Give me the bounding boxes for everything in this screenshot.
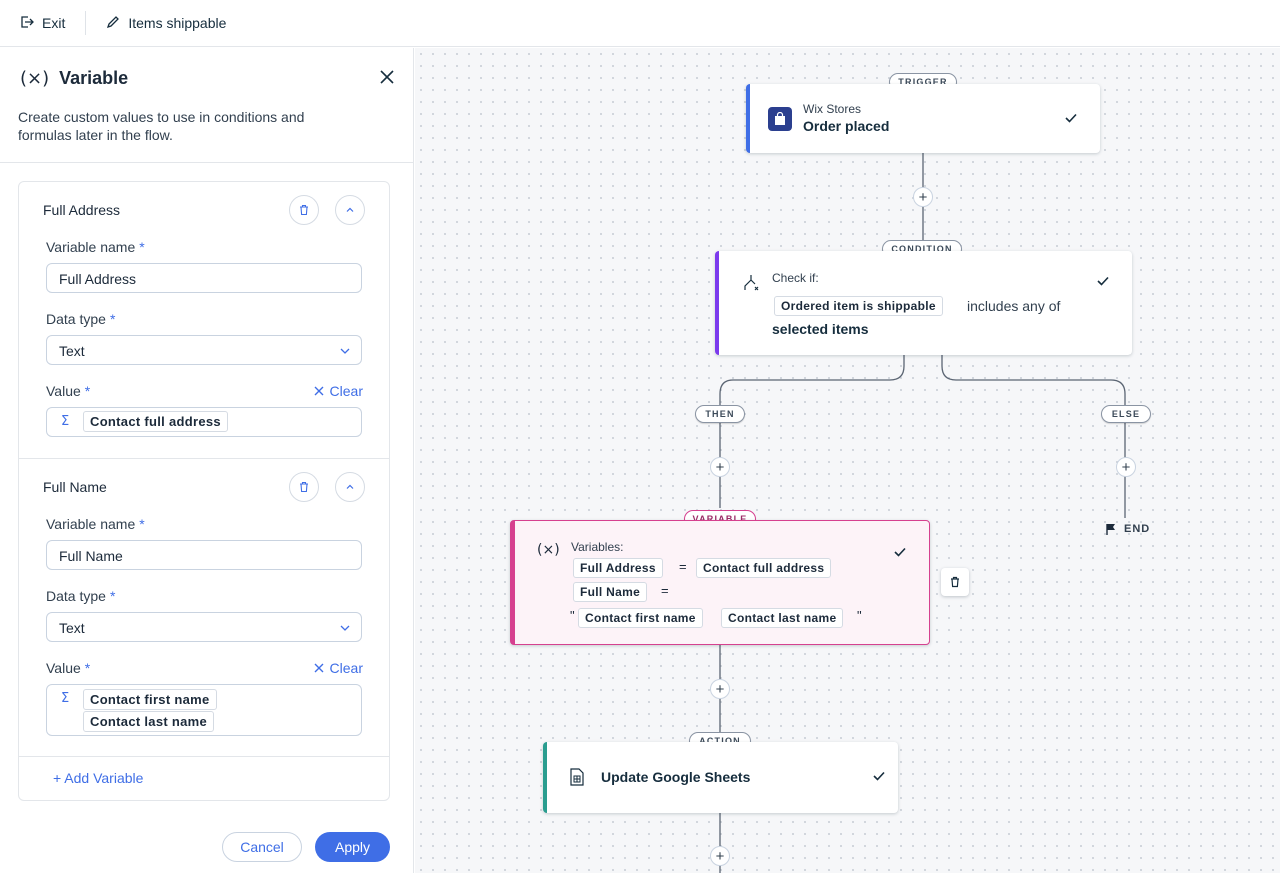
x-icon: [314, 663, 324, 673]
variable-card: Full Address Variable name* Full Address…: [19, 182, 389, 459]
branch-icon: [744, 275, 759, 291]
divider: [85, 11, 87, 35]
condition-value: selected items: [772, 321, 869, 337]
pencil-icon: [106, 15, 120, 32]
collapse-button[interactable]: [335, 472, 365, 502]
action-node[interactable]: Update Google Sheets: [543, 742, 898, 813]
delete-step-button[interactable]: [941, 568, 969, 596]
variable-icon: (×): [537, 542, 560, 558]
check-icon: [1065, 113, 1077, 123]
value-input[interactable]: Σ Contact full address: [46, 407, 362, 437]
action-title: Update Google Sheets: [601, 769, 751, 785]
chevron-down-icon: [340, 625, 350, 631]
collapse-button[interactable]: [335, 195, 365, 225]
variable-name-label: Variable name*: [46, 516, 145, 532]
rename-flow-button[interactable]: Items shippable: [86, 0, 246, 47]
check-icon: [894, 547, 906, 557]
panel-title-text: Variable: [59, 68, 129, 88]
value-input[interactable]: Σ Contact first name Contact last name: [46, 684, 362, 736]
variables-label: Variables:: [571, 540, 624, 554]
variable-card-title: Full Address: [43, 202, 121, 218]
data-type-select[interactable]: Text: [46, 335, 362, 365]
variable-value-tag: Contact first name: [578, 608, 703, 628]
add-variable-button[interactable]: + Add Variable: [53, 770, 144, 786]
trigger-node[interactable]: Wix Stores Order placed: [746, 84, 1100, 153]
exit-icon: [20, 15, 34, 32]
add-step-button[interactable]: +: [710, 457, 730, 477]
add-step-button[interactable]: +: [710, 846, 730, 866]
trigger-app: Wix Stores: [803, 102, 862, 116]
value-tag: Contact first name: [83, 689, 217, 710]
sheets-icon: [570, 768, 584, 786]
clear-value-button[interactable]: Clear: [314, 383, 363, 399]
cancel-button[interactable]: Cancel: [222, 832, 302, 862]
data-type-label: Data type*: [46, 311, 116, 327]
condition-node[interactable]: Check if: Ordered item is shippable incl…: [715, 251, 1132, 355]
check-if-label: Check if:: [772, 271, 819, 285]
quote-mark: ": [857, 608, 862, 623]
end-marker: END: [1106, 523, 1150, 535]
trigger-event: Order placed: [803, 118, 890, 134]
variable-panel: (×) Variable Create custom values to use…: [0, 48, 414, 873]
flow-name: Items shippable: [128, 15, 227, 31]
apply-button[interactable]: Apply: [315, 832, 390, 862]
check-icon: [873, 771, 885, 781]
trash-icon: [300, 481, 308, 493]
trash-icon: [951, 576, 959, 588]
variables-list: Full Address Variable name* Full Address…: [18, 181, 390, 801]
x-icon: [314, 386, 324, 396]
add-step-button[interactable]: +: [1116, 457, 1136, 477]
delete-variable-button[interactable]: [289, 195, 319, 225]
variable-card-title: Full Name: [43, 479, 107, 495]
trash-icon: [300, 204, 308, 216]
close-icon[interactable]: [380, 70, 394, 84]
wix-stores-icon: [768, 107, 792, 131]
equals-sign: =: [679, 559, 687, 574]
then-pill: THEN: [695, 405, 745, 423]
value-tag: Contact full address: [83, 411, 228, 432]
add-step-button[interactable]: +: [913, 187, 933, 207]
variable-name-label: Variable name*: [46, 239, 145, 255]
panel-header: (×) Variable Create custom values to use…: [0, 48, 414, 163]
check-icon: [1097, 276, 1109, 286]
panel-title: (×) Variable: [20, 68, 128, 89]
variable-name-tag: Full Address: [573, 558, 663, 578]
flag-icon: [1106, 524, 1115, 535]
variable-name-tag: Full Name: [573, 582, 648, 602]
variable-card: Full Name Variable name* Full Name Data …: [19, 459, 389, 757]
exit-label: Exit: [42, 15, 66, 31]
condition-operator: includes any of: [967, 298, 1061, 314]
panel-description: Create custom values to use in condition…: [18, 109, 305, 143]
value-label: Value*: [46, 660, 91, 676]
data-type-label: Data type*: [46, 588, 116, 604]
chevron-down-icon: [340, 348, 350, 354]
variable-name-input[interactable]: Full Address: [46, 263, 362, 293]
condition-field-tag: Ordered item is shippable: [774, 296, 943, 316]
value-label: Value*: [46, 383, 91, 399]
variable-node[interactable]: (×) Variables: Full Address = Contact fu…: [510, 520, 930, 645]
add-step-button[interactable]: +: [710, 679, 730, 699]
equals-sign: =: [661, 583, 669, 598]
variable-icon: (×): [20, 68, 50, 89]
quote-mark: ": [570, 608, 575, 623]
top-bar: Exit Items shippable: [0, 0, 1280, 47]
clear-value-button[interactable]: Clear: [314, 660, 363, 676]
flow-canvas[interactable]: TRIGGER Wix Stores Order placed + CONDIT…: [415, 48, 1280, 873]
value-tag: Contact last name: [83, 711, 215, 732]
variable-name-input[interactable]: Full Name: [46, 540, 362, 570]
variable-value-tag: Contact full address: [696, 558, 832, 578]
else-pill: ELSE: [1101, 405, 1151, 423]
chevron-up-icon: [346, 484, 354, 489]
variable-value-tag: Contact last name: [721, 608, 844, 628]
sigma-icon: Σ: [61, 691, 70, 706]
chevron-up-icon: [346, 207, 354, 212]
delete-variable-button[interactable]: [289, 472, 319, 502]
data-type-select[interactable]: Text: [46, 612, 362, 642]
sigma-icon: Σ: [61, 414, 70, 429]
exit-button[interactable]: Exit: [0, 0, 85, 47]
